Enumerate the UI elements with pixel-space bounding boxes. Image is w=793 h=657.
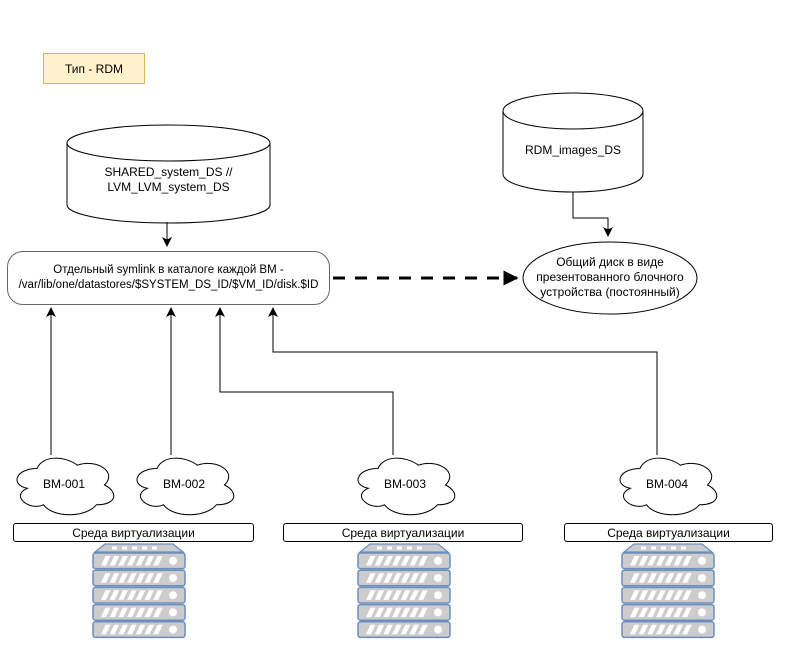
symlink-node: Отдельный symlink в каталоге каждой ВМ -… <box>7 251 330 305</box>
server-rack-icon-1 <box>93 544 185 637</box>
server-rack-icon-2 <box>358 544 450 637</box>
shared-system-ds-label-line2: LVM_LVM_system_DS <box>107 180 230 194</box>
cloud-bm-003-label: BM-003 <box>383 477 427 491</box>
rdm-images-ds-cylinder <box>502 92 644 193</box>
env-label-3: Среда виртуализации <box>564 523 773 542</box>
edge-bm003-to-symlink <box>215 307 394 455</box>
edge-bm004-to-symlink <box>268 307 658 455</box>
rdm-images-ds-label: RDM_images_DS <box>524 142 622 157</box>
type-note-label: Тип - RDM <box>65 61 123 76</box>
cloud-bm-004-label: BM-004 <box>645 477 689 491</box>
cloud-bm-001-label: BM-001 <box>42 477 86 491</box>
symlink-node-line2: /var/lib/one/datastores/$SYSTEM_DS_ID/$V… <box>18 279 319 291</box>
shared-disk-label: Общий диск в виде презентованного блочно… <box>536 255 684 299</box>
shared-system-ds-label: SHARED_system_DS // LVM_LVM_system_DS <box>67 150 270 210</box>
server-rack-icon-3 <box>622 544 714 637</box>
edge-rdm-ds-to-shared-disk <box>572 192 613 237</box>
env-label-1: Среда виртуализации <box>13 523 254 542</box>
shared-disk-ellipse <box>522 241 698 315</box>
type-note: Тип - RDM <box>43 53 145 84</box>
shared-system-ds-cylinder <box>66 124 271 224</box>
shared-system-ds-label-line1: SHARED_system_DS // <box>104 165 233 179</box>
cloud-bm-002-label: BM-002 <box>162 477 206 491</box>
env-label-2: Среда виртуализации <box>283 523 523 542</box>
symlink-node-line1: Отдельный symlink в каталоге каждой ВМ - <box>53 264 284 276</box>
